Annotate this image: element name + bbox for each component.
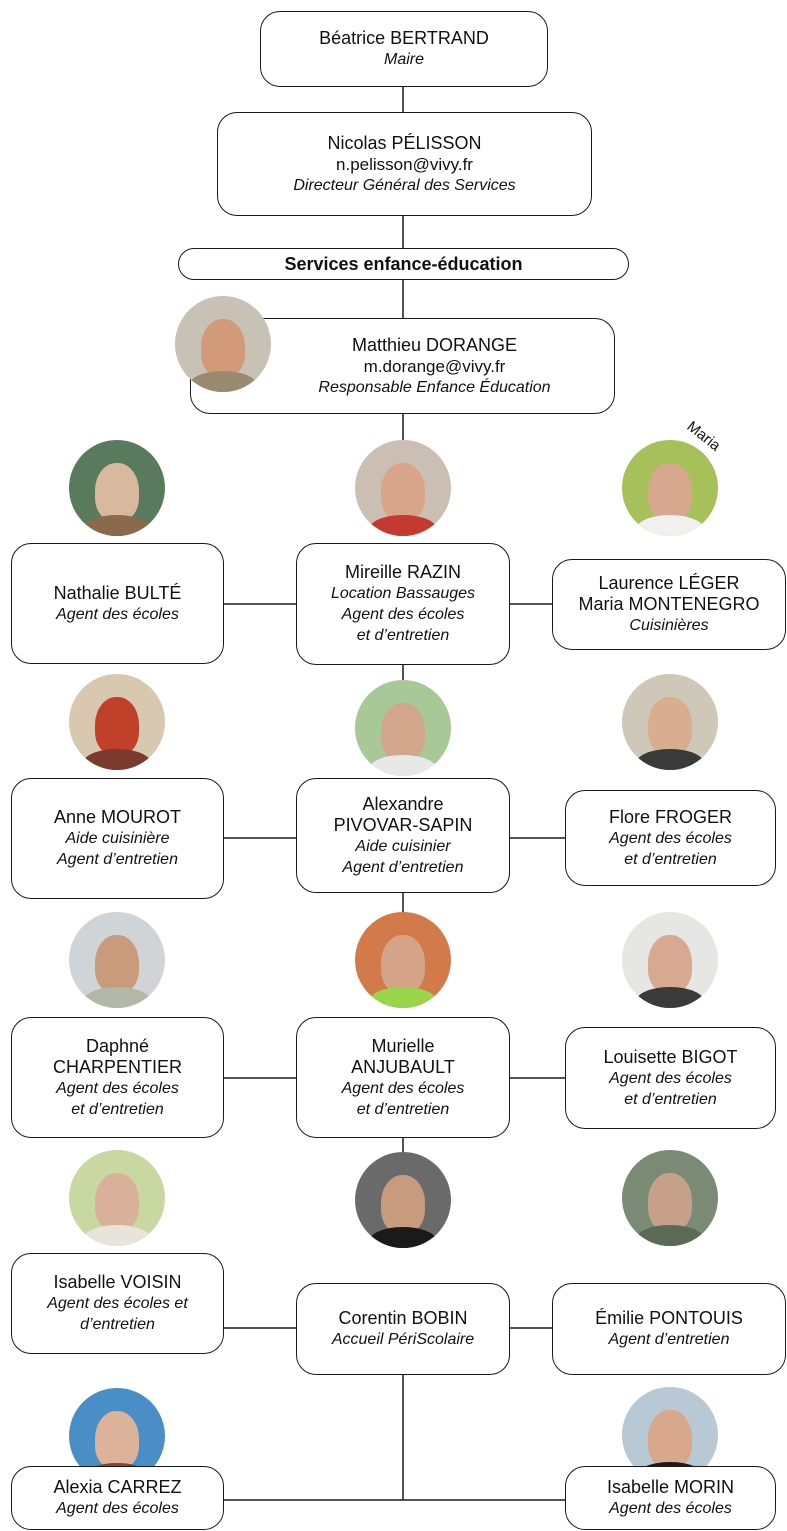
manager-photo (175, 296, 271, 392)
mayor-box: Béatrice BERTRAND Maire (260, 11, 548, 87)
dgs-name: Nicolas PÉLISSON (327, 132, 482, 153)
mayor-role: Maire (383, 51, 424, 68)
box-cuisinieres: Laurence LÉGER Maria MONTENEGRO Cuisiniè… (552, 559, 786, 650)
box-mireille-razin: Mireille RAZIN Location Bassauges Agent … (296, 543, 510, 665)
photo-flore-froger (622, 674, 718, 770)
mayor-name: Béatrice BERTRAND (319, 28, 489, 48)
photo-mireille-razin (355, 440, 451, 536)
service-label: Services enfance-éducation (178, 248, 629, 280)
box-isabelle-morin: Isabelle MORIN Agent des écoles (565, 1466, 776, 1530)
photo-louisette-bigot (622, 912, 718, 1008)
photo-corentin-bobin (355, 1152, 451, 1248)
box-nathalie-bulte: Nathalie BULTÉ Agent des écoles (11, 543, 224, 664)
box-alexandre-pivovar-sapin: Alexandre PIVOVAR-SAPIN Aide cuisinier A… (296, 778, 510, 893)
box-isabelle-voisin: Isabelle VOISIN Agent des écoles et d’en… (11, 1253, 224, 1354)
box-alexia-carrez: Alexia CARREZ Agent des écoles (11, 1466, 224, 1530)
box-flore-froger: Flore FROGER Agent des écoles et d’entre… (565, 790, 776, 886)
box-emilie-pontouis: Émilie PONTOUIS Agent d’entretien (552, 1283, 786, 1375)
dgs-box: Nicolas PÉLISSON n.pelisson@vivy.fr Dire… (217, 112, 592, 216)
photo-anne-mourot (69, 674, 165, 770)
dgs-email[interactable]: n.pelisson@vivy.fr (336, 154, 473, 174)
manager-role: Responsable Enfance Éducation (318, 378, 551, 396)
box-murielle-anjubault: Murielle ANJUBAULT Agent des écoles et d… (296, 1017, 510, 1138)
photo-maria-montenegro (622, 440, 718, 536)
photo-daphne-charpentier (69, 912, 165, 1008)
box-corentin-bobin: Corentin BOBIN Accueil PériScolaire (296, 1283, 510, 1375)
box-louisette-bigot: Louisette BIGOT Agent des écoles et d’en… (565, 1027, 776, 1129)
dgs-role: Directeur Général des Services (293, 176, 516, 194)
box-daphne-charpentier: Daphné CHARPENTIER Agent des écoles et d… (11, 1017, 224, 1138)
photo-nathalie-bulte (69, 440, 165, 536)
manager-name: Matthieu DORANGE (351, 334, 518, 355)
photo-murielle-anjubault (355, 912, 451, 1008)
photo-emilie-pontouis (622, 1150, 718, 1246)
photo-alexandre-pivovar-sapin (355, 680, 451, 776)
manager-email[interactable]: m.dorange@vivy.fr (363, 356, 506, 376)
box-anne-mourot: Anne MOUROT Aide cuisinière Agent d’entr… (11, 778, 224, 899)
photo-isabelle-voisin (69, 1150, 165, 1246)
